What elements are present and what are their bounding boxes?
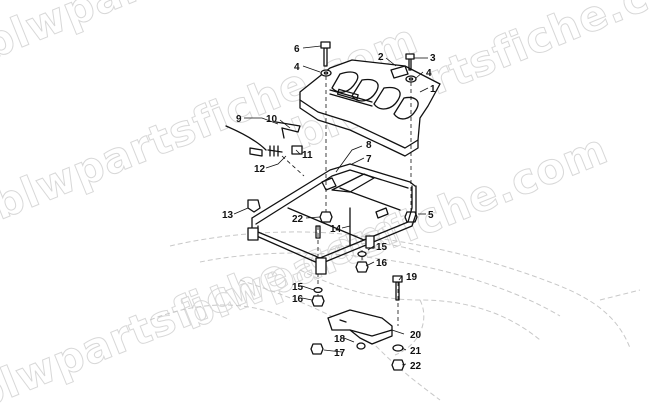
washer-21 bbox=[392, 344, 404, 352]
washer-4-right bbox=[405, 75, 417, 83]
nut-22-upper bbox=[319, 211, 333, 223]
callout-6: 6 bbox=[294, 44, 300, 55]
spacer-15-left bbox=[313, 286, 323, 294]
callout-9: 9 bbox=[236, 114, 242, 125]
callout-14: 14 bbox=[330, 224, 342, 235]
alignment-lines bbox=[281, 76, 412, 326]
callout-1: 1 bbox=[430, 84, 436, 95]
nut-16-left bbox=[311, 295, 325, 307]
callout-18: 18 bbox=[334, 334, 346, 345]
callout-5: 5 bbox=[428, 210, 434, 221]
callout-10: 10 bbox=[266, 114, 278, 125]
callout-12: 12 bbox=[254, 164, 266, 175]
watermark-text: blwpartsfiche.com bbox=[0, 204, 405, 406]
bolt-6 bbox=[320, 41, 331, 67]
callout-21: 21 bbox=[410, 346, 422, 357]
latch-assembly bbox=[225, 121, 303, 157]
nut-17 bbox=[310, 343, 324, 355]
callout-17: 17 bbox=[334, 348, 346, 359]
callout-13: 13 bbox=[222, 210, 234, 221]
callout-16: 16 bbox=[376, 258, 388, 269]
rack-top-shell bbox=[299, 59, 441, 157]
callout-8: 8 bbox=[366, 140, 372, 151]
nut-16-right bbox=[355, 261, 369, 273]
callout-16: 16 bbox=[292, 294, 304, 305]
rack-frame bbox=[247, 163, 417, 275]
mounting-bracket-20 bbox=[327, 309, 393, 345]
callout-labels: 1 2 3 4 4 5 6 7 8 9 10 11 12 13 14 15 15… bbox=[222, 44, 436, 372]
spacer-18 bbox=[356, 342, 366, 350]
leader-lines bbox=[233, 45, 429, 366]
callout-15: 15 bbox=[376, 242, 388, 253]
spacer-15-right bbox=[357, 250, 367, 258]
callout-11: 11 bbox=[302, 150, 313, 161]
callout-3: 3 bbox=[430, 53, 436, 64]
screw-14 bbox=[315, 225, 321, 239]
bolt-3 bbox=[405, 53, 415, 71]
callout-4: 4 bbox=[426, 68, 432, 79]
callout-2: 2 bbox=[378, 52, 384, 63]
callout-19: 19 bbox=[406, 272, 418, 283]
bolt-19 bbox=[392, 275, 403, 301]
callout-20: 20 bbox=[410, 330, 422, 341]
decal-plate bbox=[390, 65, 409, 79]
callout-15: 15 bbox=[292, 282, 304, 293]
nut-22-lower bbox=[391, 359, 405, 371]
washer-4-left bbox=[320, 69, 332, 77]
end-cap-13 bbox=[247, 199, 261, 213]
callout-22: 22 bbox=[410, 361, 422, 372]
callout-22: 22 bbox=[292, 214, 304, 225]
callout-4: 4 bbox=[294, 62, 300, 73]
callout-7: 7 bbox=[366, 154, 372, 165]
